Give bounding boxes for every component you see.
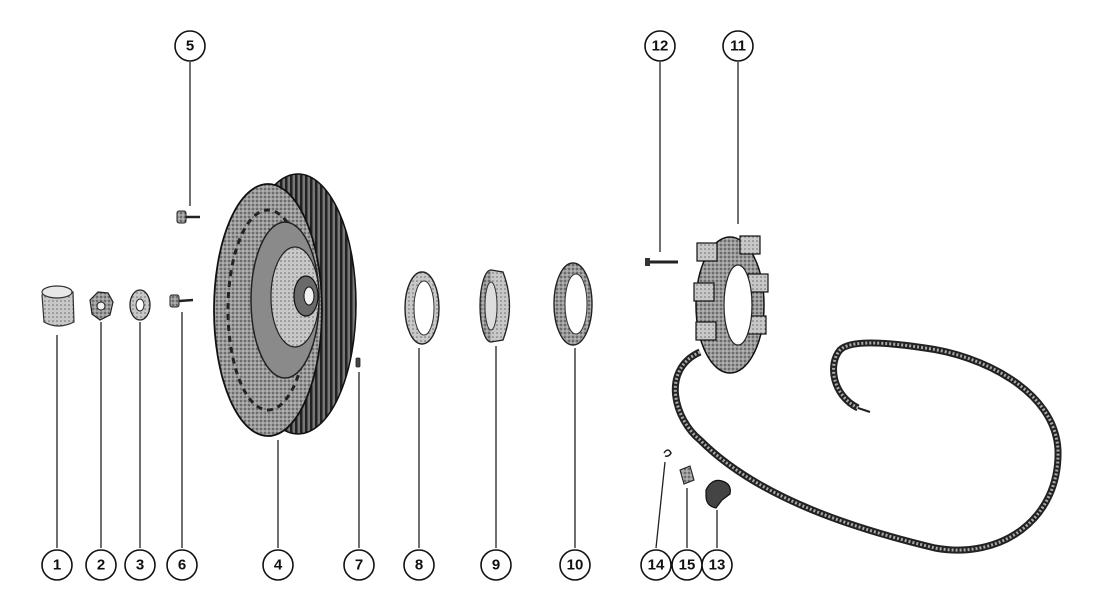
callout-11: 11 [722,30,754,62]
callout-6: 6 [166,549,198,581]
part-15-terminal [679,465,695,485]
svg-text:9: 9 [492,557,500,574]
svg-text:10: 10 [567,557,584,574]
svg-text:6: 6 [178,557,186,574]
callout-14: 14 [640,549,672,581]
part-3-washer [129,289,151,321]
callout-4: 4 [262,549,294,581]
svg-text:7: 7 [355,557,363,574]
callout-13: 13 [701,549,733,581]
part-10-seal [553,262,593,346]
stator-wire-harness [671,339,1062,554]
callout-3: 3 [124,549,156,581]
svg-text:3: 3 [136,557,144,574]
callout-2: 2 [85,549,117,581]
part-8-ring [404,271,440,345]
callout-1: 1 [41,549,73,581]
callout-7: 7 [343,549,375,581]
callout-10: 10 [559,549,591,581]
part-5-screw [176,210,200,224]
callout-8: 8 [403,549,435,581]
svg-text:12: 12 [652,38,669,55]
callout-5: 5 [174,30,206,62]
svg-text:5: 5 [186,38,194,55]
callout-9: 9 [480,549,512,581]
part-13-connector [705,479,731,509]
leader-lines [56,62,739,549]
svg-text:11: 11 [730,38,746,55]
svg-text:8: 8 [415,557,423,574]
part-1-cap [41,285,75,327]
part-9-collar [479,269,511,343]
part-14-clip [663,449,672,457]
part-2-nut [89,291,114,321]
svg-text:15: 15 [679,557,696,574]
part-4-flywheel [213,173,357,437]
callout-15: 15 [671,549,703,581]
callout-12: 12 [644,30,676,62]
part-7-key [355,357,361,368]
part-6-screw [169,294,194,308]
svg-text:2: 2 [97,557,105,574]
svg-text:1: 1 [53,557,61,574]
svg-text:4: 4 [274,557,283,574]
part-12-screw [645,258,678,266]
part-11-stator [693,235,769,374]
svg-text:13: 13 [709,557,726,574]
svg-text:14: 14 [648,557,665,574]
